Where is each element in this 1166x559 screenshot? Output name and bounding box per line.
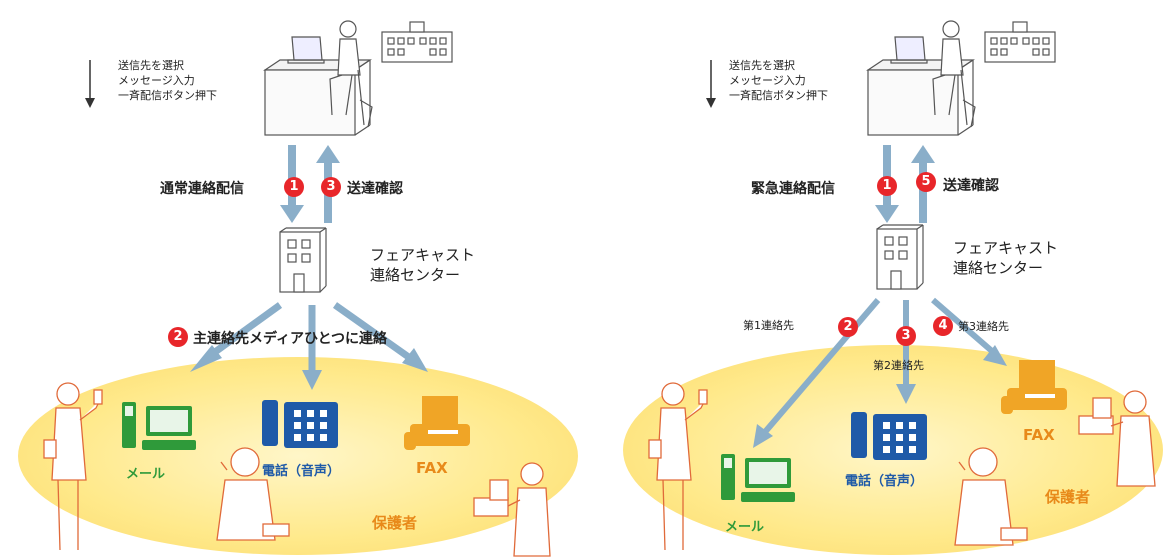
step-enter-message: メッセージ入力 bbox=[729, 74, 806, 87]
school-building-icon bbox=[984, 21, 1056, 63]
center-name-line2: 連絡センター bbox=[953, 259, 1044, 277]
mail-label: メール bbox=[126, 467, 166, 482]
step-badge-1: 1 bbox=[877, 176, 897, 196]
step-press-broadcast: 一斉配信ボタン押下 bbox=[729, 89, 828, 102]
contact-center-name: フェアキャスト 連絡センター bbox=[370, 245, 475, 285]
center-name-line1: フェアキャスト bbox=[953, 239, 1059, 257]
guardian-label: 保護者 bbox=[372, 514, 418, 532]
step-badge-5: 5 bbox=[916, 172, 936, 192]
phone-label: 電話（音声） bbox=[845, 474, 924, 489]
distribution-arrows bbox=[190, 302, 428, 390]
third-contact-label: 第3連絡先 bbox=[958, 320, 1009, 333]
fax-label: FAX bbox=[1023, 426, 1055, 444]
operation-steps: 送信先を選択 メッセージ入力 一斉配信ボタン押下 bbox=[118, 58, 217, 103]
guardian-person-icon bbox=[954, 447, 1028, 546]
center-building-icon bbox=[279, 227, 327, 293]
center-name-line1: フェアキャスト bbox=[370, 246, 476, 264]
guardian-label: 保護者 bbox=[1045, 488, 1091, 506]
mail-label: メール bbox=[725, 520, 765, 535]
emergency-delivery-label: 緊急連絡配信 bbox=[751, 181, 835, 197]
mail-device-icons bbox=[721, 454, 795, 502]
step-select-recipients: 送信先を選択 bbox=[118, 59, 184, 72]
fax-label: FAX bbox=[416, 459, 448, 477]
school-building-icon bbox=[381, 21, 453, 63]
primary-media-label: 主連絡先メディアひとつに連絡 bbox=[193, 331, 388, 347]
guardian-person-icon bbox=[216, 447, 290, 541]
center-name-line2: 連絡センター bbox=[370, 266, 461, 284]
telephone-icon bbox=[262, 400, 338, 448]
guardian-person-icon bbox=[473, 462, 551, 557]
teacher-at-desk-icon bbox=[866, 20, 976, 136]
operation-steps: 送信先を選択 メッセージ入力 一斉配信ボタン押下 bbox=[729, 58, 828, 103]
guardian-person-icon bbox=[1078, 390, 1156, 487]
step-press-broadcast: 一斉配信ボタン押下 bbox=[118, 89, 217, 102]
step-badge-3: 3 bbox=[896, 326, 916, 346]
guardian-person-icon bbox=[43, 382, 103, 551]
mail-device-icons bbox=[122, 402, 196, 450]
normal-delivery-panel: 送信先を選択 メッセージ入力 一斉配信ボタン押下 通常 bbox=[18, 20, 578, 557]
down-arrow-icon bbox=[85, 60, 95, 108]
center-building-icon bbox=[876, 224, 924, 290]
teacher-at-desk-icon bbox=[263, 20, 373, 136]
telephone-icon bbox=[851, 412, 927, 460]
normal-delivery-label: 通常連絡配信 bbox=[160, 181, 244, 197]
fax-machine-icon bbox=[404, 396, 470, 450]
emergency-delivery-panel: 送信先を選択 メッセージ入力 一斉配信ボタン押下 緊急連絡配信 1 bbox=[583, 0, 1166, 559]
step-badge-1: 1 bbox=[284, 177, 304, 197]
step-badge-2: 2 bbox=[838, 317, 858, 337]
step-badge-4: 4 bbox=[933, 316, 953, 336]
step-enter-message: メッセージ入力 bbox=[118, 74, 195, 87]
contact-center-name: フェアキャスト 連絡センター bbox=[953, 238, 1058, 278]
delivery-confirmation-label: 送達確認 bbox=[943, 178, 999, 194]
step-badge-3: 3 bbox=[321, 177, 341, 197]
guardian-person-icon bbox=[648, 382, 708, 551]
fax-machine-icon bbox=[1001, 360, 1067, 414]
distribution-arrows bbox=[753, 297, 1007, 448]
second-contact-label: 第2連絡先 bbox=[873, 359, 924, 372]
down-arrow-icon bbox=[706, 60, 716, 108]
first-contact-label: 第1連絡先 bbox=[743, 319, 794, 332]
step-badge-2: 2 bbox=[168, 327, 188, 347]
guardian-area-ellipse bbox=[18, 357, 578, 555]
delivery-confirmation-label: 送達確認 bbox=[347, 181, 403, 197]
phone-label: 電話（音声） bbox=[262, 464, 341, 479]
step-select-recipients: 送信先を選択 bbox=[729, 59, 795, 72]
